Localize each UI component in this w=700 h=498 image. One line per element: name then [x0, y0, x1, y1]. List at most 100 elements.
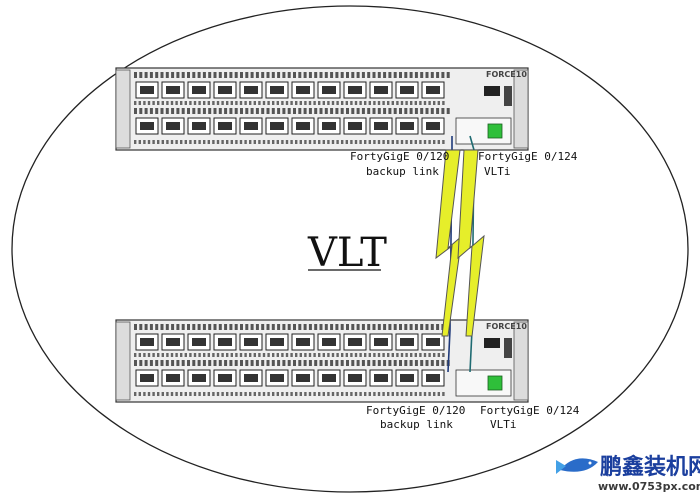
led-dot [244, 392, 247, 396]
vent-slot [372, 108, 376, 114]
vent-slot [213, 360, 217, 366]
led-dot [423, 140, 427, 144]
port-cage [140, 374, 154, 382]
led-dot [295, 392, 298, 396]
switch-bottom: FORCE10 [115, 319, 529, 403]
led-dot [336, 353, 339, 357]
led-dot [184, 101, 187, 105]
led-dot [433, 392, 436, 396]
vent-slot [202, 108, 206, 114]
led-dot [327, 353, 330, 357]
vent-slot [271, 360, 275, 366]
vent-slot [287, 108, 291, 114]
vent-slot [250, 72, 254, 78]
port-bank-upper [134, 72, 450, 105]
vent-slot [208, 72, 212, 78]
led-dot [285, 353, 289, 357]
led-dot [377, 353, 381, 357]
vent-slot [409, 324, 413, 330]
vent-slot [393, 324, 397, 330]
vent-slot [192, 72, 196, 78]
port-bank-lower [134, 108, 450, 144]
vent-slot [176, 360, 180, 366]
port-cage [270, 122, 284, 130]
led-dot [327, 392, 330, 396]
led-dot [203, 353, 206, 357]
rack-ear-right [513, 321, 529, 401]
vent-slot [441, 360, 445, 366]
led-dot [244, 353, 247, 357]
led-dot [405, 101, 408, 105]
led-dot [138, 140, 141, 144]
vent-slot [319, 72, 323, 78]
led-dot [239, 392, 243, 396]
led-dot [336, 392, 339, 396]
led-dot [272, 140, 275, 144]
vent-slot [430, 360, 434, 366]
led-dot [143, 392, 146, 396]
led-dot [304, 392, 307, 396]
led-dot [359, 101, 362, 105]
led-dot [364, 140, 367, 144]
port-cage [374, 338, 388, 346]
led-dot [216, 101, 220, 105]
led-dot [212, 101, 215, 105]
vent-slot [266, 108, 270, 114]
vent-slot [134, 108, 137, 114]
led-dot [258, 140, 261, 144]
led-dot [442, 392, 445, 396]
vent-slot [218, 324, 222, 330]
vent-slot [324, 360, 328, 366]
vent-slot [218, 72, 222, 78]
led-dot [267, 353, 270, 357]
port-cage [270, 338, 284, 346]
led-dot [272, 353, 275, 357]
led-dot [180, 101, 183, 105]
vent-slot [234, 108, 238, 114]
led-dot [341, 101, 344, 105]
led-dot [157, 353, 160, 357]
vent-slot [282, 108, 286, 114]
port-bank-upper [134, 324, 450, 357]
led-dot [193, 392, 197, 396]
led-dot [170, 392, 174, 396]
vent-slot [324, 108, 328, 114]
led-dot [414, 101, 417, 105]
vent-slot [282, 72, 286, 78]
watermark-url: www.0753px.com [598, 480, 700, 493]
vent-slot [293, 324, 296, 330]
vent-slot [361, 324, 365, 330]
port-cage [218, 374, 232, 382]
rack-ear-left [115, 69, 131, 149]
vent-slot [330, 108, 334, 114]
vent-slot [420, 108, 424, 114]
led-dot [221, 392, 224, 396]
vent-slot [192, 108, 196, 114]
vent-slot [149, 324, 153, 330]
vent-slot [356, 360, 360, 366]
led-dot [161, 392, 164, 396]
led-dot [318, 392, 321, 396]
vent-slot [139, 108, 143, 114]
vent-slot [234, 324, 238, 330]
led-dot [175, 101, 178, 105]
led-dot [428, 101, 431, 105]
led-dot [147, 140, 151, 144]
vent-slot [261, 360, 265, 366]
led-dot [134, 101, 137, 105]
vent-slot [340, 72, 344, 78]
led-dot [226, 392, 229, 396]
brand-logo: FORCE10 [486, 70, 527, 79]
led-dot [203, 140, 206, 144]
led-dot [258, 392, 261, 396]
vent-slot [197, 108, 201, 114]
led-dot [212, 392, 215, 396]
led-dot [184, 353, 187, 357]
led-dot [345, 353, 348, 357]
vent-slot [250, 360, 254, 366]
port-cage [244, 86, 258, 94]
led-dot [387, 392, 390, 396]
led-dot [377, 101, 381, 105]
led-dot [249, 353, 252, 357]
led-dot [318, 353, 321, 357]
